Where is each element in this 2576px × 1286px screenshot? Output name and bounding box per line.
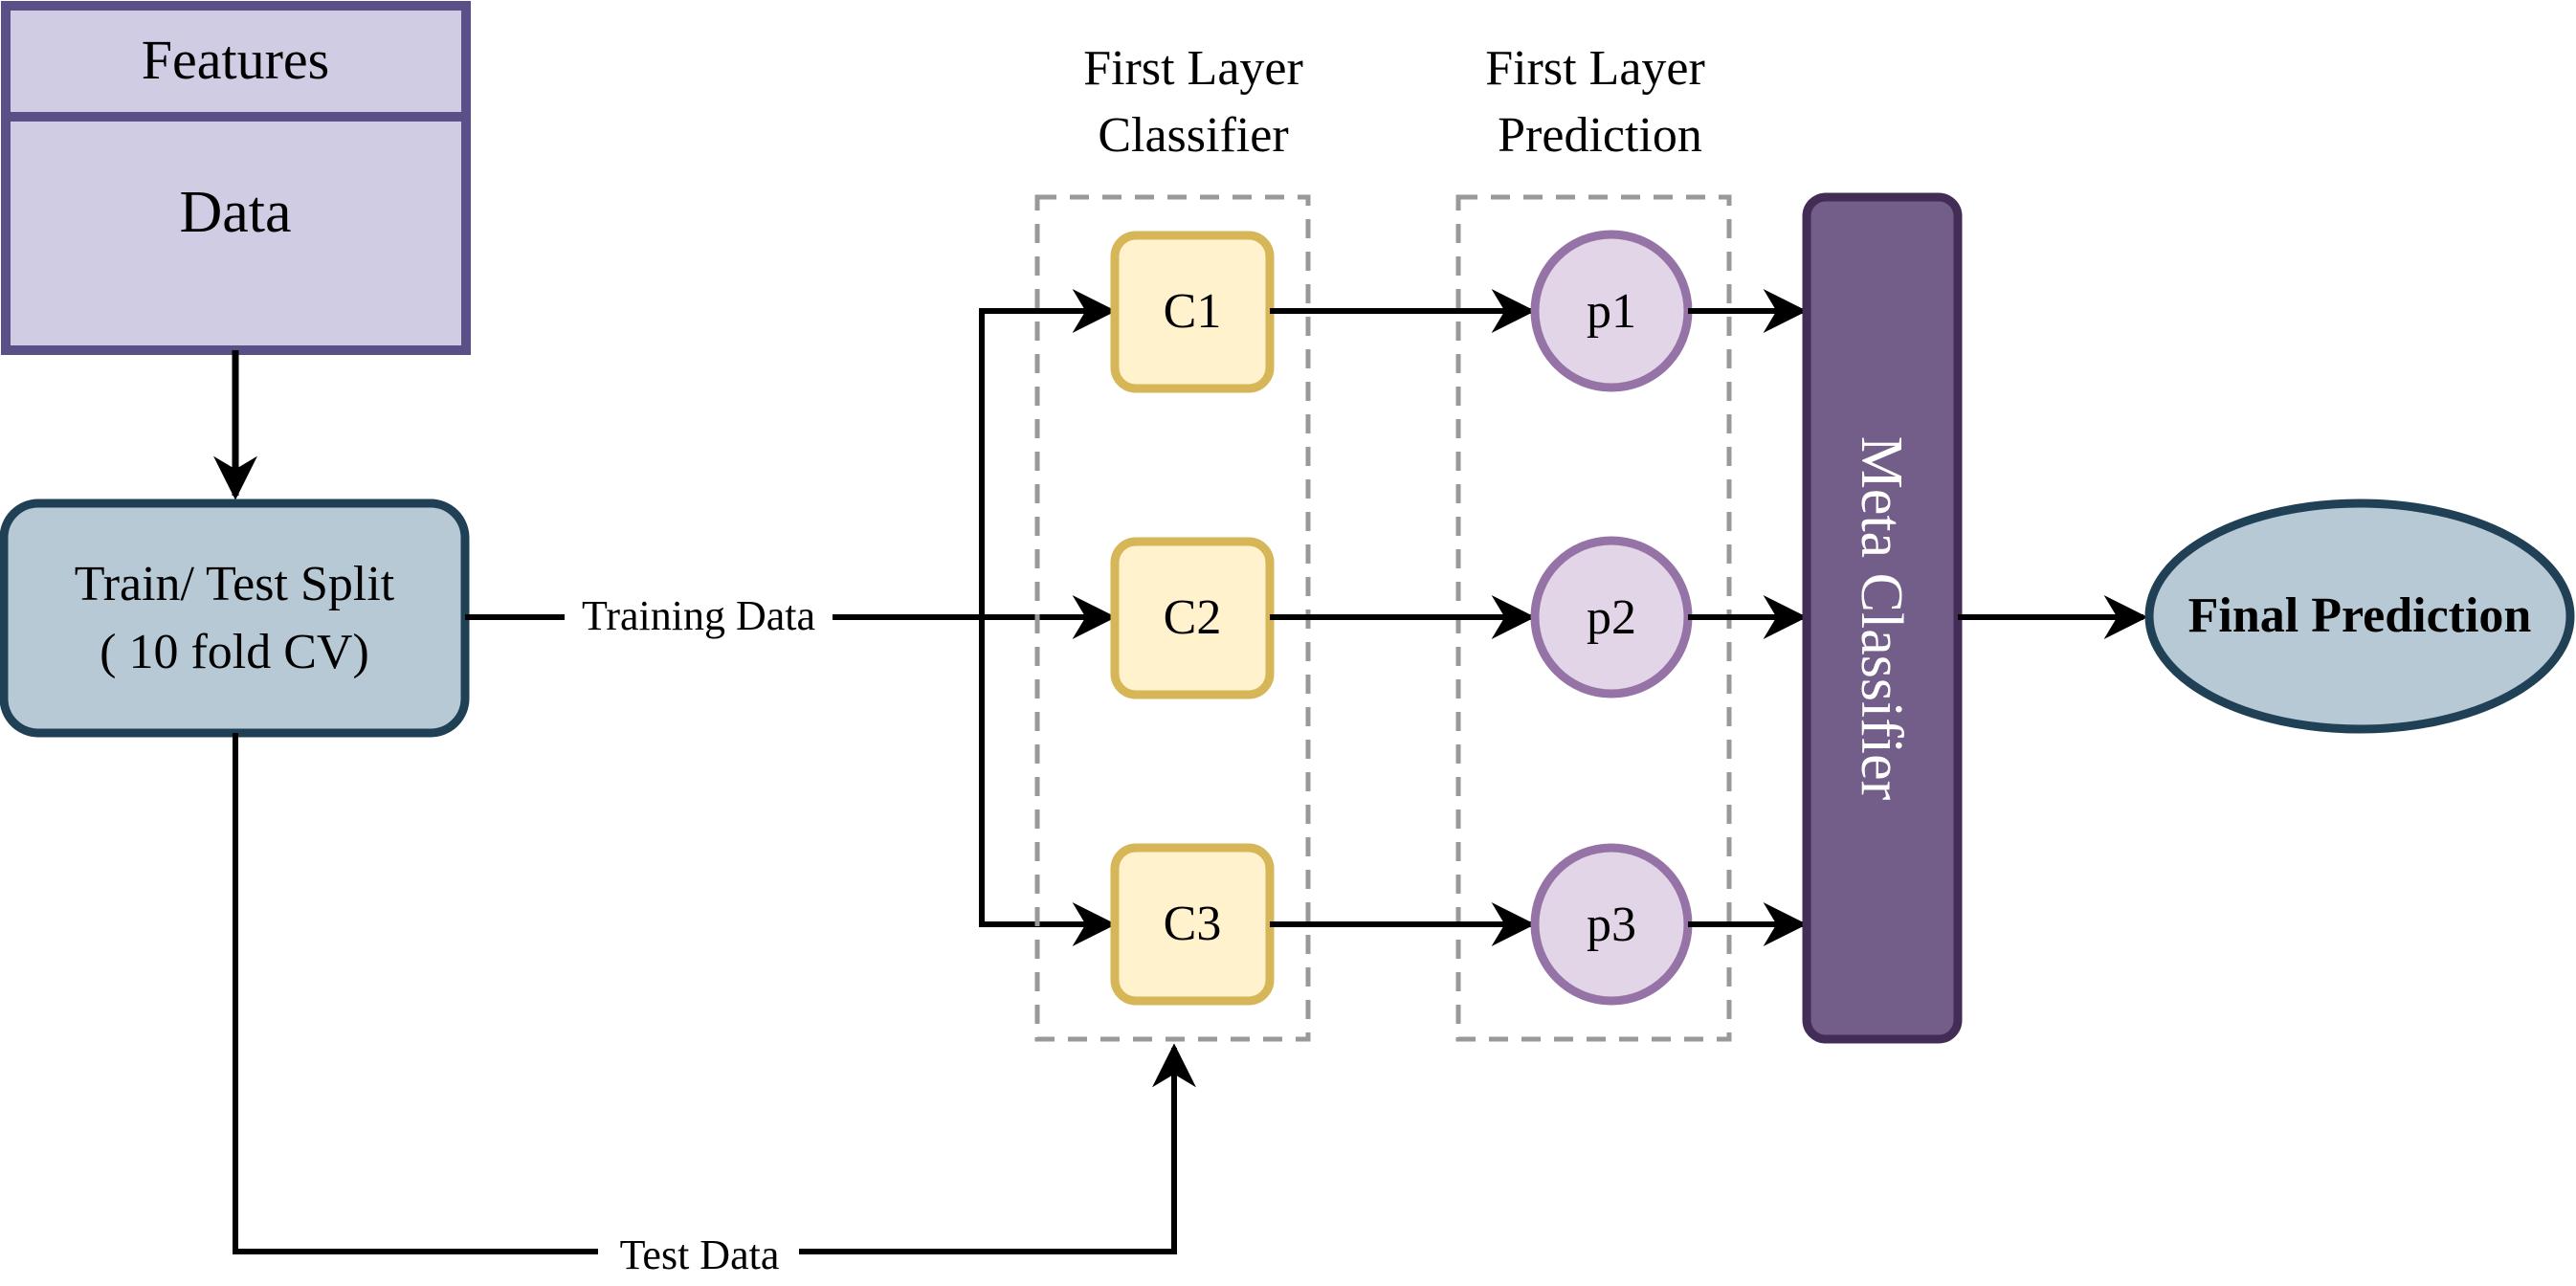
prediction-header-line1: First Layer [1485,41,1705,96]
prediction-p2: p2 [1530,536,1693,698]
training-data-edge: Training Data [465,289,1117,946]
data-block: Features Data [1,1,471,355]
classifier-c3: C3 [1110,843,1275,1006]
classifier-c2: C2 [1110,537,1275,699]
test-data-edge: Test Data [233,733,1196,1278]
test-data-label: Test Data [620,1231,780,1278]
meta-classifier: Meta Classifier [1802,192,1963,1044]
svg-text:C2: C2 [1164,590,1222,645]
svg-text:C3: C3 [1164,897,1222,951]
final-prediction: Final Prediction [2144,499,2575,734]
svg-text:C1: C1 [1164,284,1222,339]
meta-classifier-label: Meta Classifier [1849,436,1914,801]
split-line1: Train/ Test Split [75,557,395,611]
training-data-label: Training Data [582,592,815,639]
classifier-header-line1: First Layer [1083,41,1303,96]
svg-text:p1: p1 [1587,284,1636,339]
classifier-c1: C1 [1110,231,1275,393]
features-label: Features [142,29,330,91]
prediction-p1: p1 [1530,230,1693,392]
split-line2: ( 10 fold CV) [100,625,369,679]
classifier-header-line2: Classifier [1098,108,1288,163]
final-prediction-label: Final Prediction [2188,588,2532,643]
prediction-header-line2: Prediction [1498,108,1702,163]
data-cell [1,112,471,355]
prediction-p3: p3 [1530,843,1693,1006]
svg-text:p3: p3 [1587,898,1636,952]
data-label: Data [179,180,291,245]
train-test-split-box: Train/ Test Split ( 10 fold CV) [0,499,470,738]
svg-text:p2: p2 [1587,590,1636,645]
